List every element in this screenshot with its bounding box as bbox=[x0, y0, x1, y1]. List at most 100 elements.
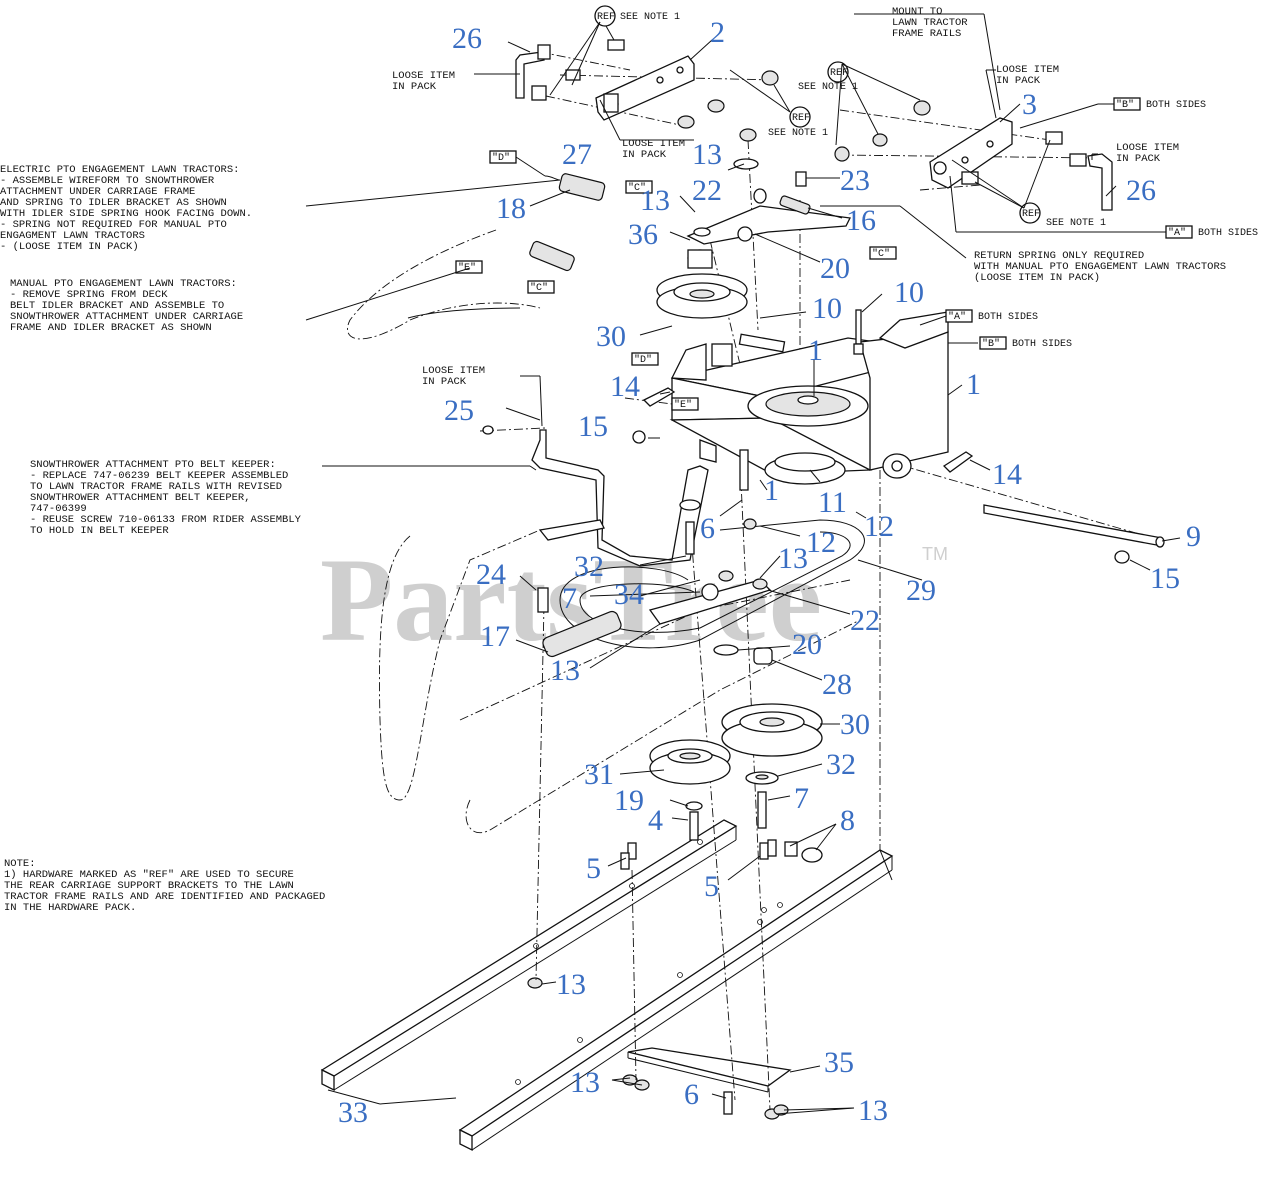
ref-circles bbox=[594, 5, 1041, 224]
see-note-1-c: SEE NOTE 1 bbox=[798, 82, 858, 93]
ref-c: REF bbox=[830, 68, 848, 79]
note-loose-rt-1: IN PACK bbox=[996, 75, 1041, 87]
note-mount-2: FRAME RAILS bbox=[892, 28, 961, 40]
callout-16: 16 bbox=[846, 204, 876, 237]
callout-22: 22 bbox=[692, 174, 722, 207]
callout-10: 10 bbox=[812, 292, 842, 325]
callout-28: 28 bbox=[822, 668, 852, 701]
ref-b: REF bbox=[792, 113, 810, 124]
spring-16 bbox=[779, 195, 811, 215]
callout-14: 14 bbox=[992, 458, 1022, 491]
callout-1: 1 bbox=[966, 368, 981, 401]
tag-a-1: "A" bbox=[1168, 227, 1186, 239]
callout-5: 5 bbox=[586, 852, 601, 885]
note-electric-4: WITH IDLER SIDE SPRING HOOK FACING DOWN. bbox=[0, 208, 252, 220]
pulley-30-bottom bbox=[721, 703, 823, 757]
note-keeper-1: - REPLACE 747-06239 BELT KEEPER ASSEMBLE… bbox=[30, 470, 288, 482]
see-note-1-a: SEE NOTE 1 bbox=[620, 12, 680, 23]
pin-26-right bbox=[1087, 153, 1113, 211]
both-sides-4: BOTH SIDES bbox=[1012, 339, 1072, 350]
callout-20: 20 bbox=[792, 628, 822, 661]
callout-29: 29 bbox=[906, 574, 936, 607]
idler-arm bbox=[537, 449, 772, 658]
note-keeper-3: SNOWTHROWER ATTACHMENT BELT KEEPER, bbox=[30, 492, 251, 504]
see-note-1-d: SEE NOTE 1 bbox=[1046, 218, 1106, 229]
note-electric-2: ATTACHMENT UNDER CARRIAGE FRAME bbox=[0, 186, 195, 198]
callout-12: 12 bbox=[806, 526, 836, 559]
note-return-2: (LOOSE ITEM IN PACK) bbox=[974, 272, 1100, 284]
callout-30: 30 bbox=[596, 320, 626, 353]
callout-8: 8 bbox=[840, 804, 855, 837]
callout-5: 5 bbox=[704, 870, 719, 903]
pulley-30-top bbox=[656, 227, 748, 319]
callout-11: 11 bbox=[818, 486, 847, 519]
callout-19: 19 bbox=[614, 784, 644, 817]
callout-14: 14 bbox=[610, 370, 640, 403]
ref-a: REF bbox=[597, 12, 615, 23]
callout-26: 26 bbox=[1126, 174, 1156, 207]
bracket-2 bbox=[595, 55, 695, 121]
shaft-9 bbox=[983, 504, 1165, 564]
frame-rails bbox=[320, 819, 894, 1152]
note-hardware-3: TRACTOR FRAME RAILS AND ARE IDENTIFIED A… bbox=[4, 891, 325, 903]
note-keeper-6: TO HOLD IN BELT KEEPER bbox=[30, 525, 169, 537]
watermark-tm: TM bbox=[922, 544, 948, 564]
note-loose-left-0: LOOSE ITEM bbox=[392, 70, 455, 82]
note-keeper-2: TO LAWN TRACTOR FRAME RAILS WITH REVISED bbox=[30, 481, 282, 493]
callout-4: 4 bbox=[648, 804, 663, 837]
note-mount-0: MOUNT TO bbox=[892, 6, 942, 18]
tag-c-1: "C" bbox=[628, 182, 646, 194]
callout-12: 12 bbox=[864, 510, 894, 543]
callout-3: 3 bbox=[1022, 88, 1037, 121]
callout-23: 23 bbox=[840, 164, 870, 197]
note-electric-0: ELECTRIC PTO ENGAGEMENT LAWN TRACTORS: bbox=[0, 164, 239, 176]
callout-18: 18 bbox=[496, 192, 526, 225]
callout-13: 13 bbox=[640, 184, 670, 217]
callout-31: 31 bbox=[584, 758, 614, 791]
callout-13: 13 bbox=[570, 1066, 600, 1099]
note-manual-3: SNOWTHROWER ATTACHMENT UNDER CARRIAGE bbox=[10, 311, 243, 323]
callout-7: 7 bbox=[794, 782, 809, 815]
callout-2: 2 bbox=[710, 16, 725, 49]
callout-22: 22 bbox=[850, 604, 880, 637]
pin-14-right bbox=[942, 451, 974, 473]
note-hardware-2: THE REAR CARRIAGE SUPPORT BRACKETS TO TH… bbox=[4, 880, 294, 892]
callout-1: 1 bbox=[764, 474, 779, 507]
pulley-31 bbox=[649, 739, 731, 785]
note-hardware-4: IN THE HARDWARE PACK. bbox=[4, 902, 136, 914]
tag-d-1: "D" bbox=[492, 152, 510, 164]
tag-c-3: "C" bbox=[872, 248, 890, 260]
top-left-hardware bbox=[565, 39, 779, 170]
idler-bracket bbox=[686, 171, 851, 245]
callout-24: 24 bbox=[476, 558, 506, 591]
callout-35: 35 bbox=[824, 1046, 854, 1079]
callout-25: 25 bbox=[444, 394, 474, 427]
note-electric-6: ENGAGMENT LAWN TRACTORS bbox=[0, 230, 145, 242]
note-keeper-0: SNOWTHROWER ATTACHMENT PTO BELT KEEPER: bbox=[30, 459, 276, 471]
callout-13: 13 bbox=[858, 1094, 888, 1127]
tag-b-2: "B" bbox=[982, 338, 1000, 350]
bracket-3 bbox=[834, 100, 1087, 189]
note-manual-2: BELT IDLER BRACKET AND ASSEMBLE TO bbox=[10, 300, 224, 312]
ref-d: REF bbox=[1022, 209, 1040, 220]
v-belt-long bbox=[379, 529, 861, 834]
bottom-hardware bbox=[527, 839, 823, 1120]
wireform-cable bbox=[347, 229, 541, 340]
see-note-1-b: SEE NOTE 1 bbox=[768, 128, 828, 139]
note-loose-right-0: LOOSE ITEM bbox=[1116, 142, 1179, 154]
note-return-0: RETURN SPRING ONLY REQUIRED bbox=[974, 250, 1144, 262]
spring-manual bbox=[529, 240, 575, 272]
note-hardware-0: NOTE: bbox=[4, 858, 36, 870]
callout-36: 36 bbox=[628, 218, 658, 251]
tag-a-2: "A" bbox=[948, 311, 966, 323]
notes: ELECTRIC PTO ENGAGEMENT LAWN TRACTORS: -… bbox=[0, 6, 1258, 914]
note-loose-left-1: IN PACK bbox=[392, 81, 437, 93]
note-loose-right-1: IN PACK bbox=[1116, 153, 1161, 165]
callout-10: 10 bbox=[894, 276, 924, 309]
note-manual-0: MANUAL PTO ENGAGEMENT LAWN TRACTORS: bbox=[10, 278, 237, 290]
callout-26: 26 bbox=[452, 22, 482, 55]
leader-lines bbox=[305, 13, 1181, 1115]
tag-d-2: "D" bbox=[634, 354, 652, 366]
callout-6: 6 bbox=[684, 1078, 699, 1111]
note-return-1: WITH MANUAL PTO ENGAGEMENT LAWN TRACTORS bbox=[974, 261, 1226, 273]
